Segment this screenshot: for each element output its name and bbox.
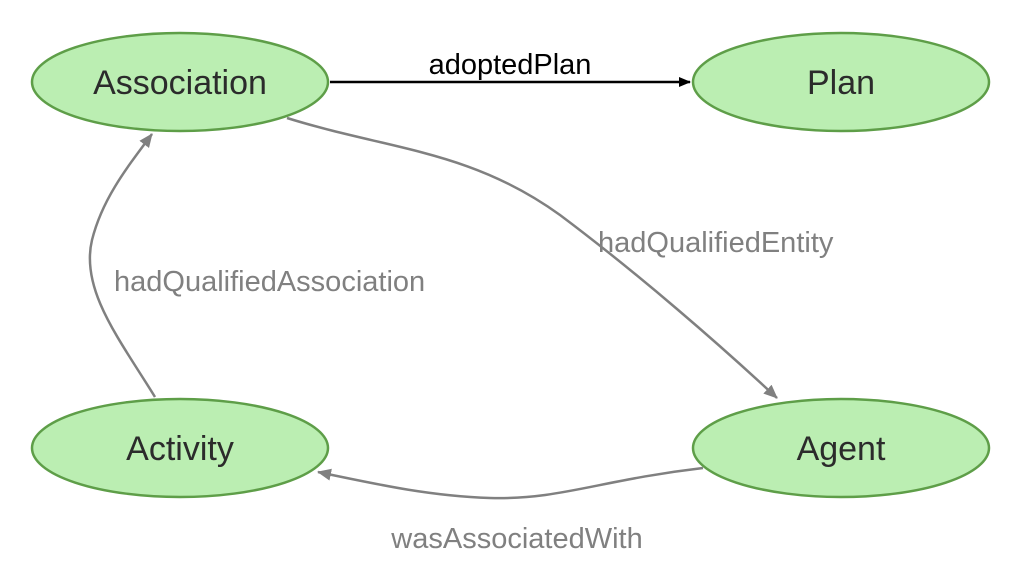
node-association: Association: [30, 31, 330, 133]
node-agent-shape: [691, 397, 991, 499]
edge-adopted-plan: adoptedPlan: [330, 49, 691, 87]
node-association-label: Association: [93, 64, 267, 102]
edge-had-qualified-entity-label: hadQualifiedEntity: [598, 227, 834, 259]
node-plan: Plan: [691, 31, 991, 133]
node-activity: Activity: [30, 397, 330, 499]
edge-had-qualified-association: hadQualifiedAssociation: [88, 133, 425, 398]
node-plan-label: Plan: [807, 64, 875, 102]
edge-adopted-plan-label: adoptedPlan: [429, 49, 592, 81]
node-activity-label: Activity: [126, 430, 234, 468]
node-association-shape: [30, 31, 330, 133]
edge-had-qualified-association-label: hadQualifiedAssociation: [114, 266, 425, 298]
node-agent-label: Agent: [797, 430, 886, 468]
node-plan-shape: [691, 31, 991, 133]
edge-was-associated-with-label: wasAssociatedWith: [390, 523, 642, 555]
edge-had-qualified-entity: hadQualifiedEntity: [286, 116, 834, 399]
edge-had-qualified-entity-line: [286, 116, 778, 399]
edge-had-qualified-association-line: [88, 133, 157, 398]
node-activity-shape: [30, 397, 330, 499]
edge-was-associated-with: wasAssociatedWith: [317, 466, 704, 555]
node-agent: Agent: [691, 397, 991, 499]
edge-was-associated-with-line: [317, 466, 704, 500]
